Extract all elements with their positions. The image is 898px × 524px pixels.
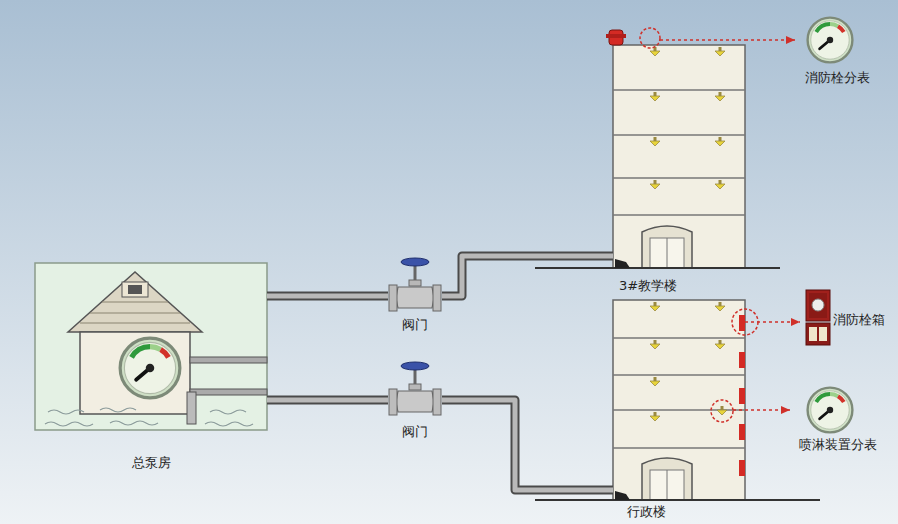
leader-line <box>745 36 795 44</box>
node-label: 阀门 <box>402 317 428 332</box>
hydrant-cabinet: 消防栓箱 <box>800 288 892 348</box>
node-label: 消防栓分表 <box>805 70 870 85</box>
gate-valve: 阀门 <box>388 362 442 442</box>
gate-valve: 阀门 <box>388 255 442 335</box>
pump-house: 总泵房 <box>35 263 267 475</box>
admin-building: 行政楼 <box>613 298 745 522</box>
leader-line <box>745 406 790 414</box>
water-pipe <box>267 400 388 401</box>
hydrant-gauge: 消防栓分表 <box>795 12 880 90</box>
node-label: 消防栓箱 <box>833 312 885 327</box>
node-label: 阀门 <box>402 424 428 439</box>
node-label: 行政楼 <box>627 504 666 519</box>
sprinkler-gauge: 喷淋装置分表 <box>790 385 885 457</box>
node-label: 3#教学楼 <box>619 278 677 293</box>
node-label: 总泵房 <box>132 455 171 470</box>
node-label: 喷淋装置分表 <box>799 437 877 452</box>
leader-line <box>745 318 800 326</box>
water-pipe <box>442 400 613 490</box>
water-pipe <box>442 256 613 296</box>
teaching-building: 3#教学楼 <box>613 15 745 297</box>
water-pipe <box>267 296 388 297</box>
